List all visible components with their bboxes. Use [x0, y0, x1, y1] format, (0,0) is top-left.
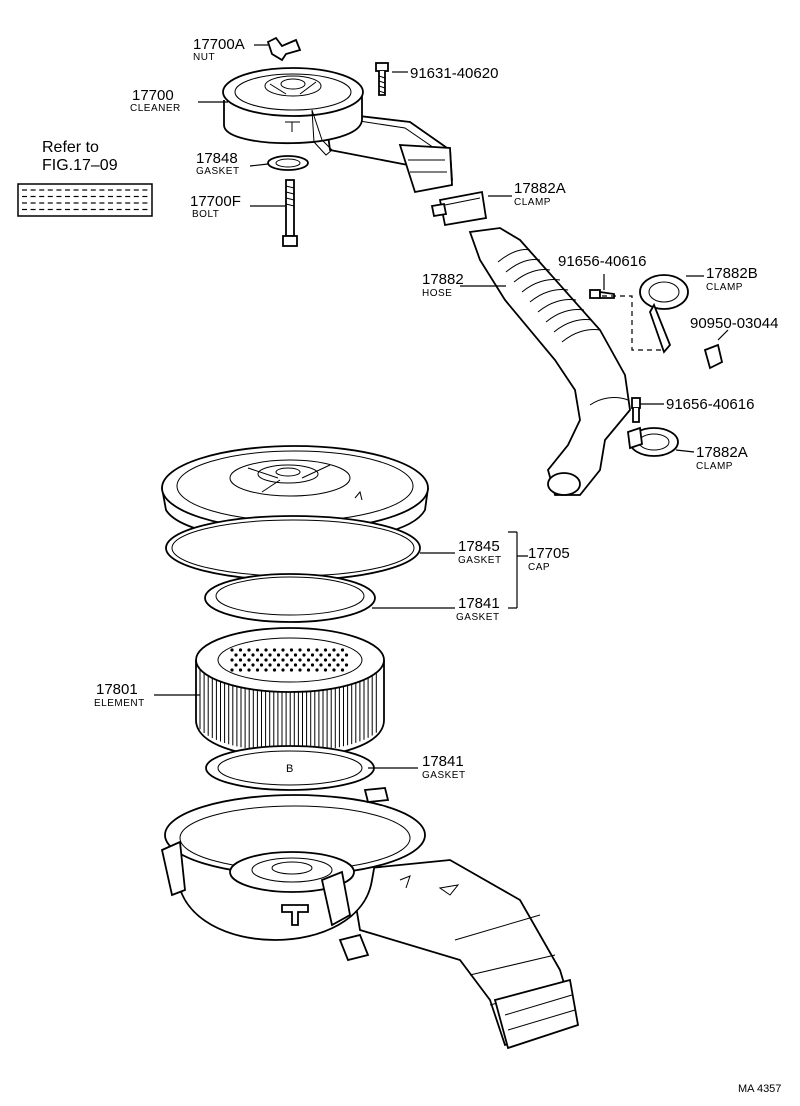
callout-clamp-17882a-lower: 17882A CLAMP — [696, 444, 748, 472]
callout-cap: 17705 CAP — [528, 545, 570, 573]
housing-bottom — [160, 787, 580, 1050]
hose-17882 — [468, 227, 631, 496]
svg-text:ELEMENT: ELEMENT — [94, 698, 145, 709]
gasket-17845 — [165, 515, 421, 581]
clamp-17882a-lower — [627, 426, 679, 457]
callout-screw-1: 91656-40616 — [558, 253, 646, 270]
svg-text:90950-03044: 90950-03044 — [690, 315, 778, 332]
svg-text:17882A: 17882A — [696, 444, 748, 461]
clip-90950 — [703, 343, 724, 370]
assembled-air-cleaner — [222, 67, 453, 194]
callout-gasket-17848: 17848 GASKET — [196, 150, 240, 177]
callout-clamp-17882a-upper: 17882A CLAMP — [514, 180, 566, 208]
svg-text:GASKET: GASKET — [458, 555, 502, 566]
reference-line-2: FIG.17–09 — [42, 157, 118, 174]
callout-gasket-17845: 17845 GASKET — [458, 538, 502, 566]
callout-nut: 17700A NUT — [193, 36, 245, 63]
svg-text:17705: 17705 — [528, 545, 570, 562]
callout-gasket-17841-upper: 17841 GASKET — [456, 595, 500, 623]
callout-hose: 17882 HOSE — [422, 271, 464, 299]
svg-text:GASKET: GASKET — [196, 166, 240, 177]
svg-text:91656-40616: 91656-40616 — [666, 396, 754, 413]
element-17801 — [195, 627, 385, 759]
svg-text:17882A: 17882A — [514, 180, 566, 197]
svg-text:17882: 17882 — [422, 271, 464, 288]
svg-text:BOLT: BOLT — [192, 209, 219, 220]
callout-clip: 90950-03044 — [690, 315, 778, 332]
bolt-top — [375, 62, 389, 96]
svg-text:17845: 17845 — [458, 538, 500, 555]
svg-text:HOSE: HOSE — [422, 288, 452, 299]
svg-text:91631-40620: 91631-40620 — [410, 65, 498, 82]
clamp-17882b — [639, 274, 689, 354]
svg-text:17700: 17700 — [132, 87, 174, 104]
callout-clamp-17882b: 17882B CLAMP — [706, 265, 758, 293]
long-bolt — [282, 179, 298, 247]
inner-mark: B — [286, 763, 293, 775]
svg-text:NUT: NUT — [193, 52, 215, 63]
svg-text:91656-40616: 91656-40616 — [558, 253, 646, 270]
svg-text:CLEANER: CLEANER — [130, 103, 181, 114]
callout-screw-2: 91656-40616 — [666, 396, 754, 413]
callout-bolt-top: 91631-40620 — [410, 65, 498, 82]
svg-text:17841: 17841 — [422, 753, 464, 770]
callout-element: 17801 ELEMENT — [94, 681, 145, 709]
screw-91656-lower — [631, 397, 641, 423]
svg-text:17700A: 17700A — [193, 36, 245, 53]
gasket-17848 — [267, 155, 309, 171]
gasket-17841-lower: B — [205, 745, 375, 791]
svg-text:CLAMP: CLAMP — [706, 282, 743, 293]
callout-gasket-17841-lower: 17841 GASKET — [422, 753, 466, 781]
svg-text:17801: 17801 — [96, 681, 138, 698]
reference-line-1: Refer to — [42, 139, 99, 156]
svg-text:17841: 17841 — [458, 595, 500, 612]
svg-text:CLAMP: CLAMP — [696, 461, 733, 472]
svg-text:17848: 17848 — [196, 150, 238, 167]
svg-text:CAP: CAP — [528, 562, 550, 573]
leader-lines — [154, 44, 729, 769]
clamp-17882a-upper — [430, 190, 488, 227]
callout-bolt-17700f: 17700F BOLT — [190, 193, 241, 220]
reference-note: Refer to FIG.17–09 — [17, 139, 153, 217]
svg-text:17700F: 17700F — [190, 193, 241, 210]
svg-text:CLAMP: CLAMP — [514, 197, 551, 208]
screw-91656-upper — [589, 289, 615, 299]
svg-text:17882B: 17882B — [706, 265, 758, 282]
svg-text:GASKET: GASKET — [422, 770, 466, 781]
svg-text:GASKET: GASKET — [456, 612, 500, 623]
drawing-code: MA 4357 — [738, 1083, 781, 1095]
wing-nut — [266, 36, 302, 62]
callout-cleaner: 17700 CLEANER — [130, 87, 181, 114]
gasket-17841-upper — [204, 573, 376, 623]
